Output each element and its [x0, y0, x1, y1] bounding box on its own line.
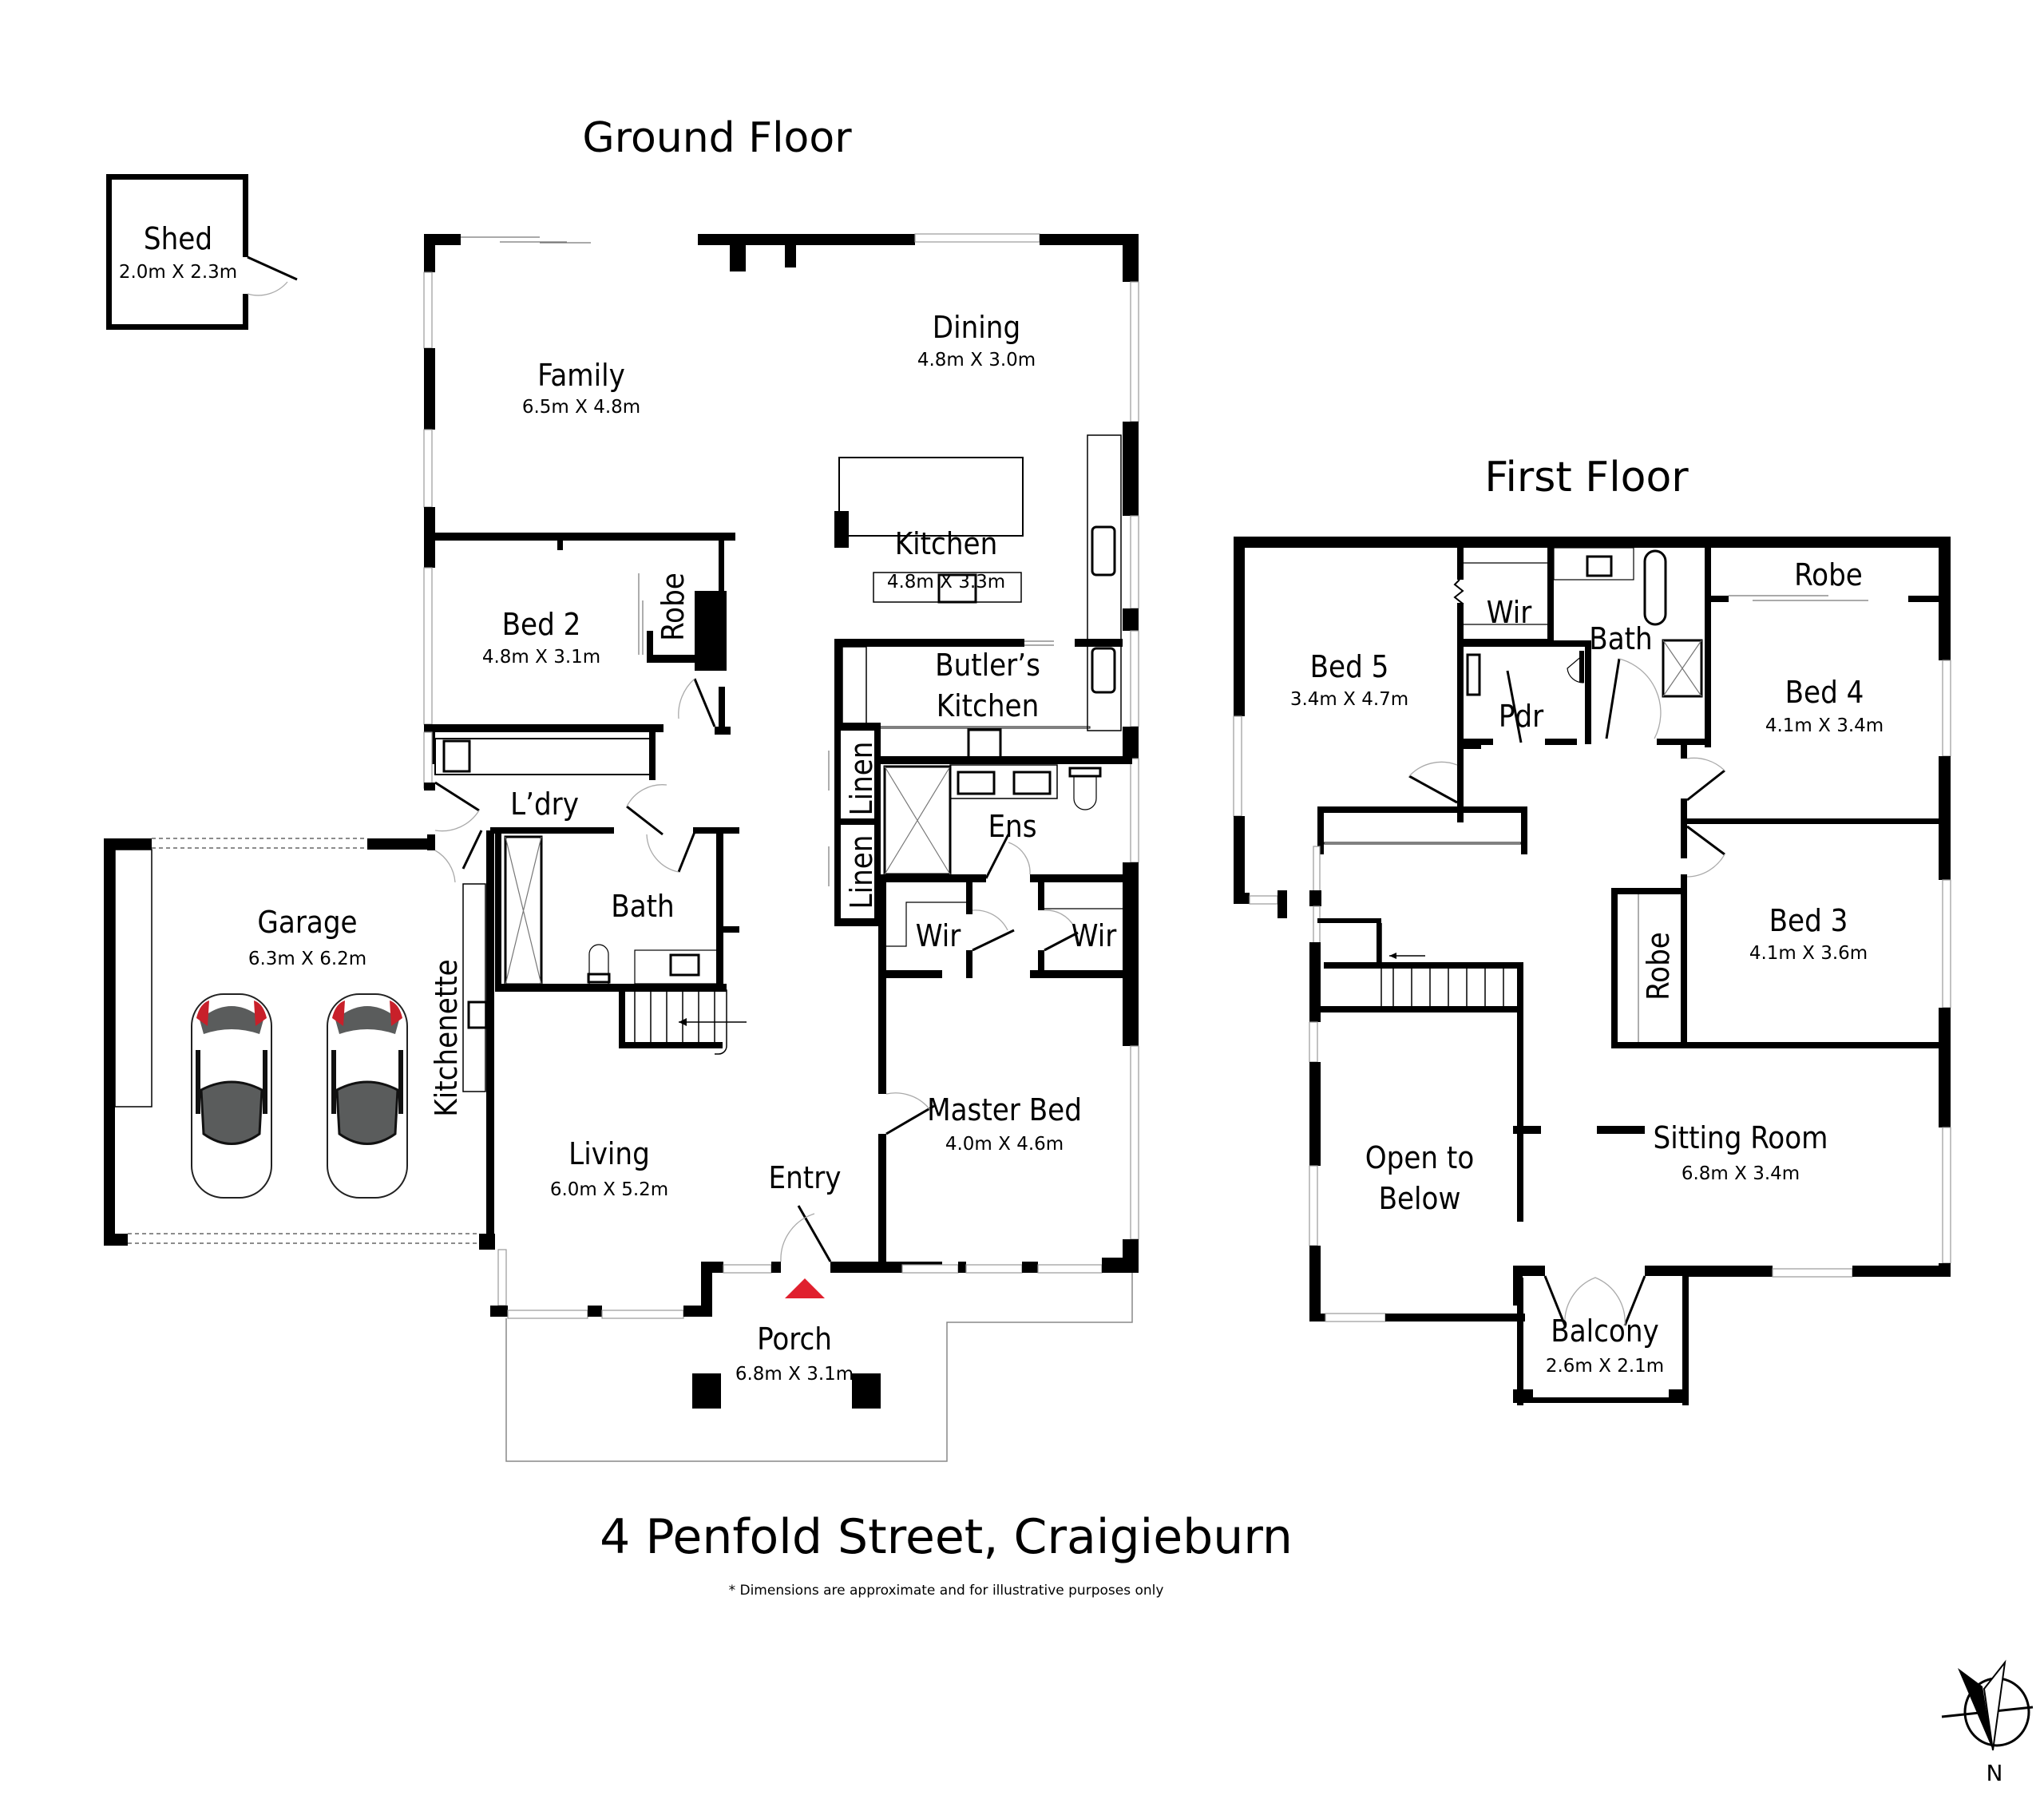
robe-top-label: Robe	[1794, 557, 1863, 592]
linen1-label: Linen	[844, 742, 879, 816]
shed: Shed 2.0m X 2.3m	[106, 174, 298, 330]
bed2-label: Bed 2	[502, 607, 581, 642]
garage-label: Garage	[257, 905, 357, 940]
master-bed-label: Master Bed	[927, 1092, 1082, 1127]
bed2-dimensions: 4.8m X 3.1m	[482, 647, 600, 668]
living-label: Living	[568, 1136, 650, 1171]
bed3-dimensions: 4.1m X 3.6m	[1749, 943, 1868, 964]
porch-label: Porch	[757, 1322, 832, 1357]
shed-label: Shed	[144, 221, 212, 256]
first-floor-title: First Floor	[1484, 454, 1689, 501]
family-dimensions: 6.5m X 4.8m	[522, 397, 640, 418]
porch-dimensions: 6.8m X 3.1m	[735, 1364, 854, 1385]
wir2-label: Wir	[1072, 918, 1117, 953]
address-title: 4 Penfold Street, Craigieburn	[600, 1509, 1293, 1565]
garage-dimensions: 6.3m X 6.2m	[248, 949, 366, 969]
balcony-dimensions: 2.6m X 2.1m	[1546, 1356, 1664, 1377]
bed5-dimensions: 3.4m X 4.7m	[1290, 689, 1408, 710]
bed4-dimensions: 4.1m X 3.4m	[1765, 715, 1884, 736]
compass-north-label: N	[1987, 1760, 2003, 1786]
wir-label: Wir	[1487, 595, 1532, 630]
butlers-kitchen-label-line2: Kitchen	[937, 688, 1040, 723]
ground-floor-walls	[104, 233, 1139, 1462]
bed3-label: Bed 3	[1769, 903, 1848, 938]
kitchen-dimensions: 4.8m X 3.3m	[887, 572, 1005, 592]
sitting-room-label: Sitting Room	[1654, 1120, 1828, 1155]
open-to-below-line1: Open to	[1365, 1140, 1475, 1175]
cooktop-icon	[467, 1001, 488, 1029]
laundry-label: L’dry	[510, 787, 579, 822]
kitchenette-label: Kitchenette	[429, 959, 464, 1116]
balcony-label: Balcony	[1551, 1314, 1659, 1349]
dining-label: Dining	[933, 310, 1020, 345]
shed-dimensions: 2.0m X 2.3m	[119, 262, 237, 283]
bed5-label: Bed 5	[1310, 649, 1389, 684]
bed2-robe-label: Robe	[656, 573, 691, 641]
disclaimer-note: * Dimensions are approximate and for ill…	[729, 1583, 1164, 1599]
ensuite-label: Ens	[988, 809, 1036, 844]
kitchen-label: Kitchen	[895, 526, 998, 561]
entry-label: Entry	[769, 1160, 842, 1195]
car-icon	[327, 993, 408, 1199]
car-icon	[191, 993, 272, 1199]
linen2-label: Linen	[844, 835, 879, 909]
open-to-below-line2: Below	[1379, 1181, 1461, 1216]
robe-side-label: Robe	[1641, 932, 1676, 1001]
family-label: Family	[537, 358, 625, 393]
wir1-label: Wir	[916, 918, 961, 953]
first-bath-label: Bath	[1589, 621, 1652, 656]
dining-dimensions: 4.8m X 3.0m	[917, 350, 1036, 370]
living-dimensions: 6.0m X 5.2m	[550, 1179, 668, 1200]
sitting-room-dimensions: 6.8m X 3.4m	[1682, 1163, 1800, 1184]
bed4-label: Bed 4	[1785, 675, 1864, 710]
butlers-kitchen-label-line1: Butler’s	[935, 648, 1040, 683]
bath-label: Bath	[611, 889, 674, 924]
pdr-label: Pdr	[1499, 699, 1544, 734]
master-bed-dimensions: 4.0m X 4.6m	[945, 1134, 1064, 1155]
first-floor-walls	[1233, 537, 1951, 1405]
ground-floor-title: Ground Floor	[582, 114, 852, 162]
compass-icon: N	[1941, 1659, 2034, 1786]
